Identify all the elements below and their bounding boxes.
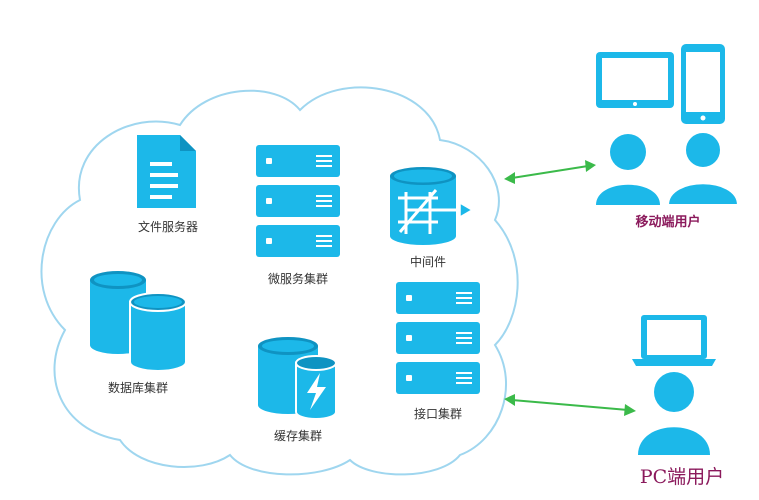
api-cluster-label: 接口集群: [413, 407, 463, 421]
server-rack-icon: [256, 145, 340, 257]
database-cluster-label: 数据库集群: [107, 381, 169, 395]
middleware-label: 中间件: [409, 255, 447, 269]
file-server-label: 文件服务器: [137, 220, 199, 234]
bidirectional-arrow-mobile: [504, 160, 596, 184]
middleware-cylinder-icon: [390, 167, 474, 245]
document-icon: [137, 135, 196, 208]
tablet-phone-user-icon: [596, 44, 740, 206]
cache-lightning-icon: [258, 337, 337, 420]
pc-user-label: PC端用户: [639, 466, 725, 488]
laptop-user-icon: [632, 315, 716, 455]
mobile-user-label: 移动端用户: [635, 215, 701, 230]
cache-cluster-label: 缓存集群: [273, 429, 323, 443]
bidirectional-arrow-pc: [504, 394, 636, 416]
server-rack-icon: [396, 282, 480, 394]
microservice-cluster-label: 微服务集群: [267, 272, 329, 286]
database-icon: [90, 271, 187, 372]
